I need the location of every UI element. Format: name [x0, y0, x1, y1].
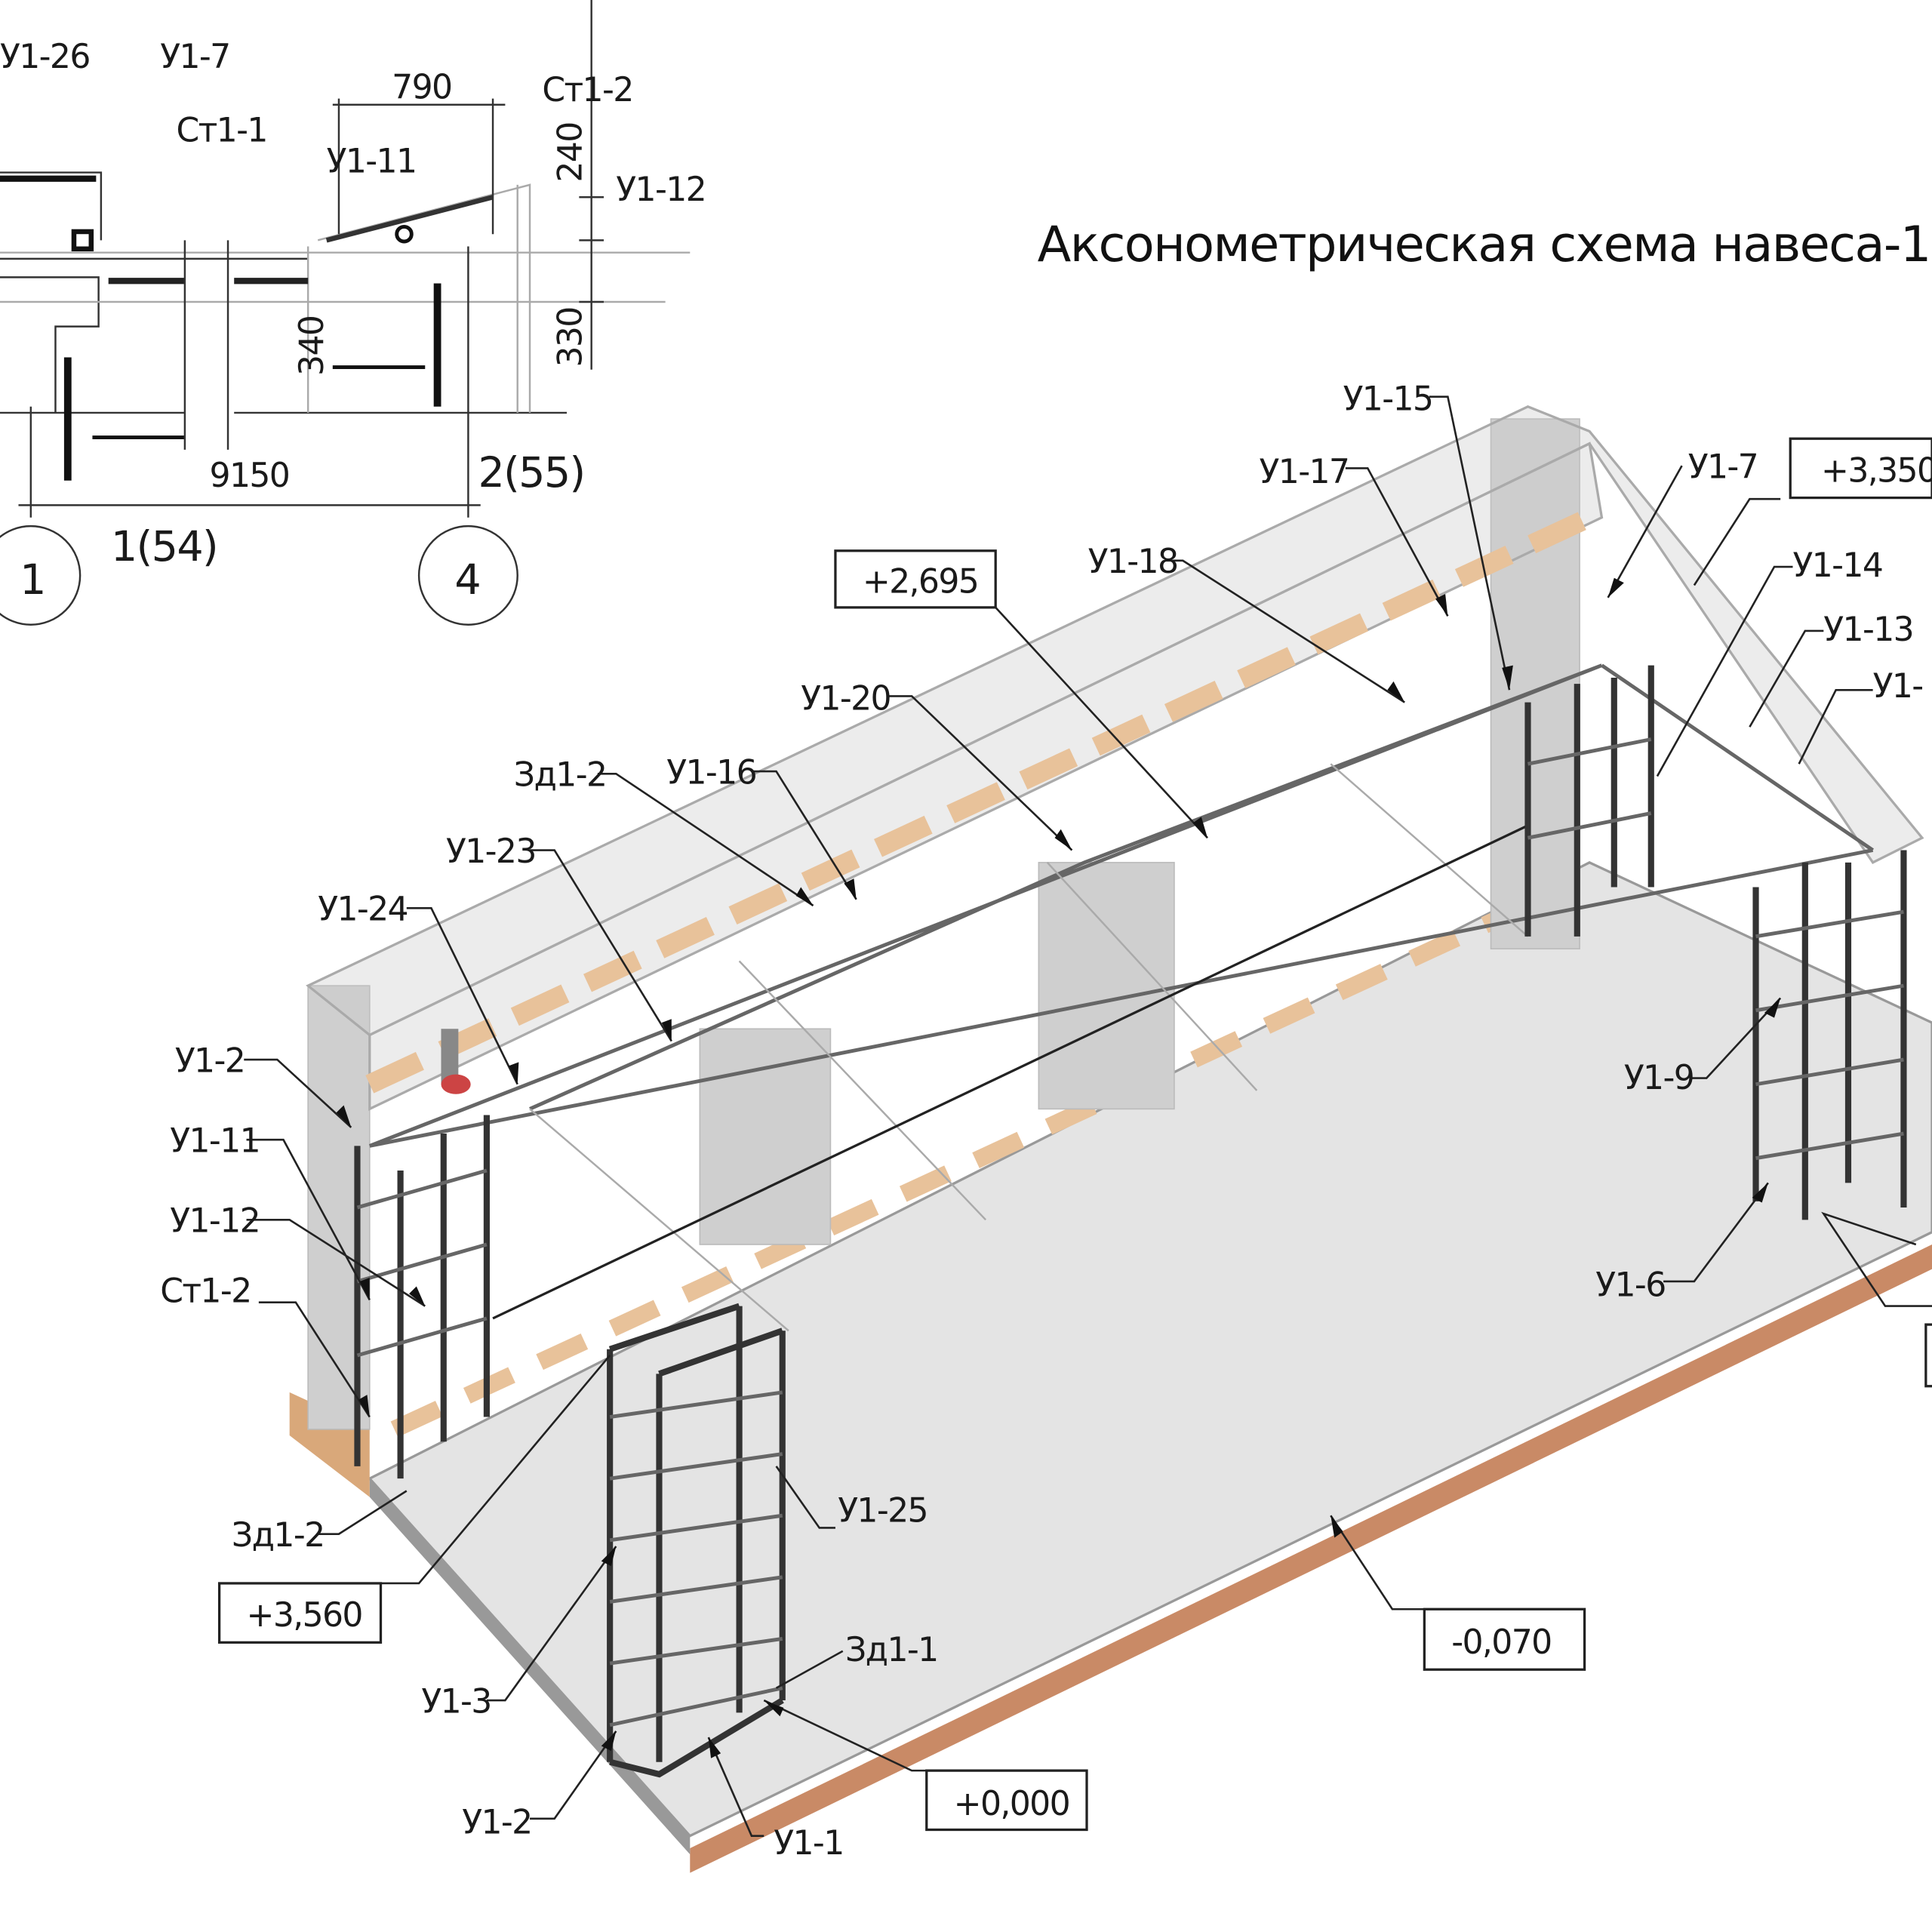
axis-1-label: 1: [20, 555, 45, 605]
elevation-label: -0,070: [1451, 1623, 1551, 1662]
element-label: У1-3: [421, 1682, 491, 1721]
axonometric-model: [289, 405, 1932, 1873]
element-label: У1-12: [170, 1202, 260, 1241]
element-label: У1-15: [1343, 380, 1433, 419]
brick-column: [1490, 418, 1580, 949]
axis-marker-4: [417, 525, 518, 626]
steel-tower: [354, 1115, 490, 1479]
elevation-label: +0,000: [954, 1785, 1069, 1823]
element-label: У1-9: [1624, 1059, 1694, 1097]
element-labels: У1-15 У1-17 У1-7 У1-14 У1-13 У1- У1-18 У…: [160, 380, 1924, 1863]
plan-label: У1-12: [616, 171, 706, 209]
dimension-label: 240: [552, 122, 590, 182]
plan-label: Ст1-1: [176, 112, 266, 150]
section-ref: 2(55): [478, 448, 584, 497]
elevation-label: +3,350: [1821, 451, 1932, 490]
element-label: У1-20: [801, 679, 891, 718]
floor-slab: [368, 861, 1932, 1838]
plan-label: У1-11: [327, 143, 417, 181]
axis-4-label: 4: [454, 555, 480, 605]
element-label: У1-24: [318, 891, 408, 929]
elevation-label: +2,695: [863, 562, 978, 601]
element-label: У1-: [1873, 667, 1923, 706]
section-ref: 1(54): [111, 522, 217, 571]
element-label: У1-23: [446, 832, 536, 871]
axis-marker-1: [0, 525, 82, 626]
steel-tower: [1524, 665, 1654, 937]
element-label: У1-2: [462, 1803, 531, 1841]
plan-label: У1-7: [160, 38, 229, 76]
element-label: У1-25: [838, 1491, 928, 1530]
element-label: У1-6: [1595, 1266, 1665, 1305]
dimension-label: 340: [293, 316, 331, 376]
element-label: Зд1-1: [845, 1631, 938, 1669]
element-label: У1-18: [1088, 543, 1178, 581]
dimension-label: 330: [552, 307, 590, 367]
dimension-label: 9150: [210, 457, 290, 495]
elevation-label: +3,560: [247, 1596, 362, 1635]
element-label: У1-1: [774, 1824, 843, 1863]
element-label: У1-2: [175, 1041, 245, 1080]
slab-edge: [690, 1244, 1932, 1873]
elevation-marks: +3,350 +2,695 +3,560 +0,000 -0,070: [217, 437, 1932, 1832]
brick-column: [1038, 862, 1175, 1110]
element-label: У1-7: [1688, 448, 1758, 486]
plan-label: У1-26: [0, 38, 90, 76]
dimension-label: 790: [392, 69, 451, 107]
element-label: У1-13: [1823, 611, 1913, 649]
element-label: У1-17: [1260, 453, 1349, 491]
element-label: Ст1-2: [160, 1272, 251, 1311]
element-label: У1-14: [1793, 546, 1883, 585]
steel-tower: [1752, 850, 1907, 1220]
element-label: У1-11: [170, 1122, 260, 1161]
drawing-title: Аксонометрическая схема навеса-1: [1038, 216, 1930, 273]
plan-label: Ст1-2: [542, 71, 632, 109]
brick-column: [699, 1028, 832, 1245]
leader-lines: [244, 395, 1932, 1837]
element-label: Зд1-2: [232, 1516, 325, 1555]
element-label: Зд1-2: [514, 756, 607, 795]
plan-fragment: 1 4 У1-26 У1-7 Ст1-1 790 Ст1-2 У1-11 240…: [0, 0, 707, 626]
element-label: У1-16: [666, 753, 756, 792]
